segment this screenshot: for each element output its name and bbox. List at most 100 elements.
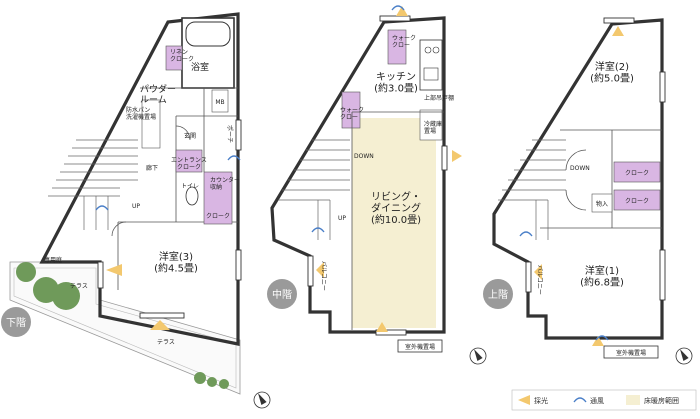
window [441,145,448,171]
legend-wind-label: 通風 [590,396,604,405]
wind-marker-icon [519,231,533,237]
upper-storage-label: 物入 [596,200,608,208]
door-arc [565,149,587,171]
sun-marker-icon [396,6,408,16]
upper-balcony-label: バルコニー [536,265,543,295]
lower-floor-badge [1,307,31,337]
middle-walk-cloak-label: ウォーククロー [340,106,364,121]
window [307,255,314,287]
north-arrow-icon [469,347,487,365]
toilet-label: トイレ [181,183,199,190]
entrance-cloak-storage [175,149,203,173]
legend-sun-label: 採光 [534,396,548,405]
floor-heating-area [352,118,436,328]
wind-marker-icon [227,155,241,161]
upper-outer-wall [492,18,664,340]
corridor-label: 廊下 [146,164,158,172]
terrace2-label: テラス [157,339,175,346]
north-arrow-icon [253,391,271,409]
mb-label: MB [215,99,224,106]
middle-cloak-storage [341,91,361,129]
upper-stairs [498,139,566,240]
sun-marker-icon [316,262,324,278]
youshitsu1-label: 洋室(1)(約6.8畳) [580,264,624,289]
middle-stairs [278,139,350,240]
toilet-icon [185,186,199,206]
window [379,15,411,22]
middle-floor-plan: ウォーククロー キッチン(約3.0畳) 上部吊戸棚 冷蔵庫置場 ウォーククロー … [267,5,487,365]
laundry-label: 防水パン洗濯機置場 [126,106,156,121]
middle-up-label: UP [338,215,346,222]
window [375,329,407,336]
youshitsu2-label: 洋室(2)(約5.0畳) [590,60,634,85]
upper-floor-badge [483,279,513,309]
linen-storage [165,45,183,71]
door-arc [175,125,191,141]
middle-outer-wall [270,16,446,334]
middle-outdoor-unit [397,339,443,353]
legend: 採光 通風 床暖房範囲 [511,389,697,411]
sun-marker-icon [592,336,604,346]
kitchen-counter [419,39,443,91]
upper-floor-badge-label: 上階 [488,289,508,301]
linen-label: リネンクローク [170,49,194,63]
door-arc [111,221,127,237]
sun-marker-icon [534,264,542,280]
shrub-icon [219,379,229,389]
youshitsu3-label: 洋室(3)(約4.5畳) [154,250,198,275]
window [235,249,242,281]
middle-balcony-label: バルコニー [320,261,327,291]
legend-floor-heating-label: 床暖房範囲 [644,396,679,405]
sun-marker-icon [612,26,624,36]
kitchen-label: キッチン(約3.0畳) [374,71,418,95]
ldk-label: リビング・ダイニング(約10.0畳) [371,190,421,226]
window [139,312,185,319]
shrub-icon [16,262,36,282]
window [97,261,104,289]
lower-floor-plan: リネンクローク 浴室 パウダールーム MB 防水パン洗濯機置場 玄関 ポーチ エ… [1,12,271,409]
bathtub-icon [185,21,231,47]
window [525,261,532,293]
shrub-icon [194,372,206,384]
entrance-cloak-label: エントランスクローク [171,157,207,171]
sun-marker-icon [150,320,170,330]
upper-cloak2-label: クローク [625,198,649,205]
counter-label: カウンター収納 [210,176,240,191]
window [603,17,635,24]
upper-cloak2-storage [613,189,661,211]
sun-marker-icon [452,150,462,162]
powder-label: パウダールーム [140,83,176,105]
middle-outdoor-unit-label: 室外機置場 [405,343,435,351]
legend-box [511,389,697,411]
mb-box [211,89,229,113]
fridge-label: 冷蔵庫置場 [424,120,442,135]
sun-marker-icon [376,322,388,332]
sun-marker-icon [106,264,122,276]
legend-floor-heating-swatch [626,395,640,405]
stove-icon [432,46,440,54]
entrance-label: 玄関 [184,132,196,140]
upper-floor-plan: 洋室(2)(約5.0畳) DOWN クローク クローク 物入 洋室(1)(約6.… [483,17,693,365]
lower-up-label: UP [132,203,140,210]
legend-sun-icon [518,395,530,405]
window [659,249,666,301]
wind-marker-icon [95,205,109,211]
porch-label: ポーチ [226,125,234,143]
shrub-icon [207,377,217,387]
upper-outdoor-unit-label: 室外機置場 [616,349,646,357]
window [235,119,242,151]
north-arrow-icon [675,347,693,365]
upper-storage [591,193,613,213]
middle-floor-badge-label: 中階 [272,288,292,301]
private-garden-label: 専用庭 [44,256,62,264]
door-arc [565,189,587,211]
wind-marker-icon [391,5,405,11]
upper-cloak1-storage [613,161,661,183]
terrace1-label: テラス [70,283,88,290]
upper-down-label: DOWN [570,165,590,172]
stove-icon [424,46,432,54]
laundry-shelf [141,99,161,149]
middle-floor-badge [267,279,297,309]
bath-label: 浴室 [191,61,209,73]
